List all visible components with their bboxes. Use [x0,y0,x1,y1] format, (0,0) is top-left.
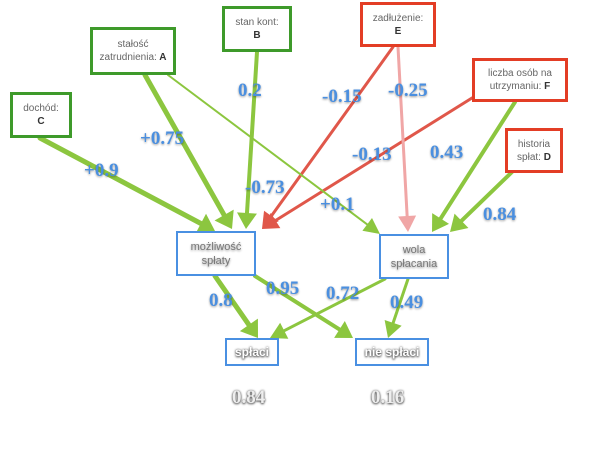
prob-repay: 0.84 [232,387,266,408]
edge-ability-norepay [253,274,353,338]
node-label: spłaci [234,345,270,359]
edge-line [212,273,252,328]
edge-line [167,74,369,226]
edge-line [282,277,387,333]
node-willingness: wola spłacania [379,234,449,279]
arrowhead-icon [362,218,380,234]
node-label: zadłużenie: [372,12,424,24]
weight-a-ability: +0.75 [140,128,185,149]
weight-a-willingness: +0.1 [320,194,355,215]
node-repay: spłaci [225,338,279,366]
node-label: możliwość spłaty [190,240,242,267]
edge-E-willingness [396,45,417,232]
weight-f-willingness: 0.43 [430,142,464,163]
edge-line [459,170,514,223]
weight-ability-norepay: 0.95 [266,278,300,299]
weight-e-willingness: -0.25 [388,80,428,101]
edge-line [438,100,517,221]
weight-extra-ability: -0.73 [245,177,285,198]
arrowhead-icon [195,213,215,234]
edge-line [274,96,474,223]
weight-e-ability: -0.15 [322,86,362,107]
node-var: C [37,116,45,127]
edge-line [253,274,342,332]
node-history-d: historia spłat: D [505,128,563,173]
arrowhead-icon [262,212,281,229]
node-label: nie spłaci [364,345,420,359]
edge-F-willingness [432,100,517,232]
weight-ability-repay: 0.8 [209,290,233,311]
edge-ability-repay [212,273,258,338]
weight-willingness-repay: 0.72 [326,283,360,304]
node-var: E [394,25,402,37]
edge-A-ability [142,72,234,229]
node-debt-e: zadłużenie: E [360,2,436,47]
node-var: B [253,30,261,41]
arrowhead-icon [237,212,257,229]
edge-F-ability [262,96,474,229]
arrowhead-icon [398,215,417,232]
edge-willingness-repay [270,277,387,339]
edge-line [391,277,410,325]
arrowhead-icon [334,320,353,338]
node-label: stałość zatrudnienia: A [99,39,167,63]
edge-line [244,50,259,216]
edge-willingness-norepay [384,277,410,338]
edge-A-willingness [167,74,380,234]
arrowhead-icon [270,322,289,339]
arrowhead-icon [432,213,450,232]
node-income-c: dochód: C [10,92,72,138]
node-label: liczba osób na utrzymaniu: F [488,68,552,92]
node-ability: możliwość spłaty [176,231,256,276]
edge-line [142,72,227,218]
weight-d-willingness: 0.84 [483,204,517,225]
weight-b-ability: 0.2 [238,80,262,101]
node-account-b: stan kont: B [222,6,292,52]
weight-c-ability: +0.9 [84,160,119,181]
arrowhead-icon [450,213,469,232]
prob-norepay: 0.16 [371,387,405,408]
node-label: wola spłacania [390,243,438,270]
edge-line [37,135,204,226]
edge-line [269,45,395,218]
node-label: dochód: [23,103,59,114]
node-var: D [540,151,551,163]
node-var: F [541,81,551,92]
weight-f-ability: -0.13 [352,144,392,165]
edge-B-ability [237,50,259,229]
arrowhead-icon [384,319,402,338]
node-dependents-f: liczba osób na utrzymaniu: F [472,58,568,102]
edge-line [396,45,409,218]
arrowhead-icon [239,318,258,338]
arrowhead-icon [214,209,234,229]
edge-C-ability [37,135,215,234]
node-label: historia spłat: D [517,138,551,163]
node-employment-a: stałość zatrudnienia: A [90,27,176,75]
node-norepay: nie spłaci [355,338,429,366]
node-var: A [156,52,167,63]
weight-willingness-norepay: 0.49 [390,292,424,313]
node-label: stan kont: [235,17,279,28]
edge-D-willingness [450,170,514,232]
